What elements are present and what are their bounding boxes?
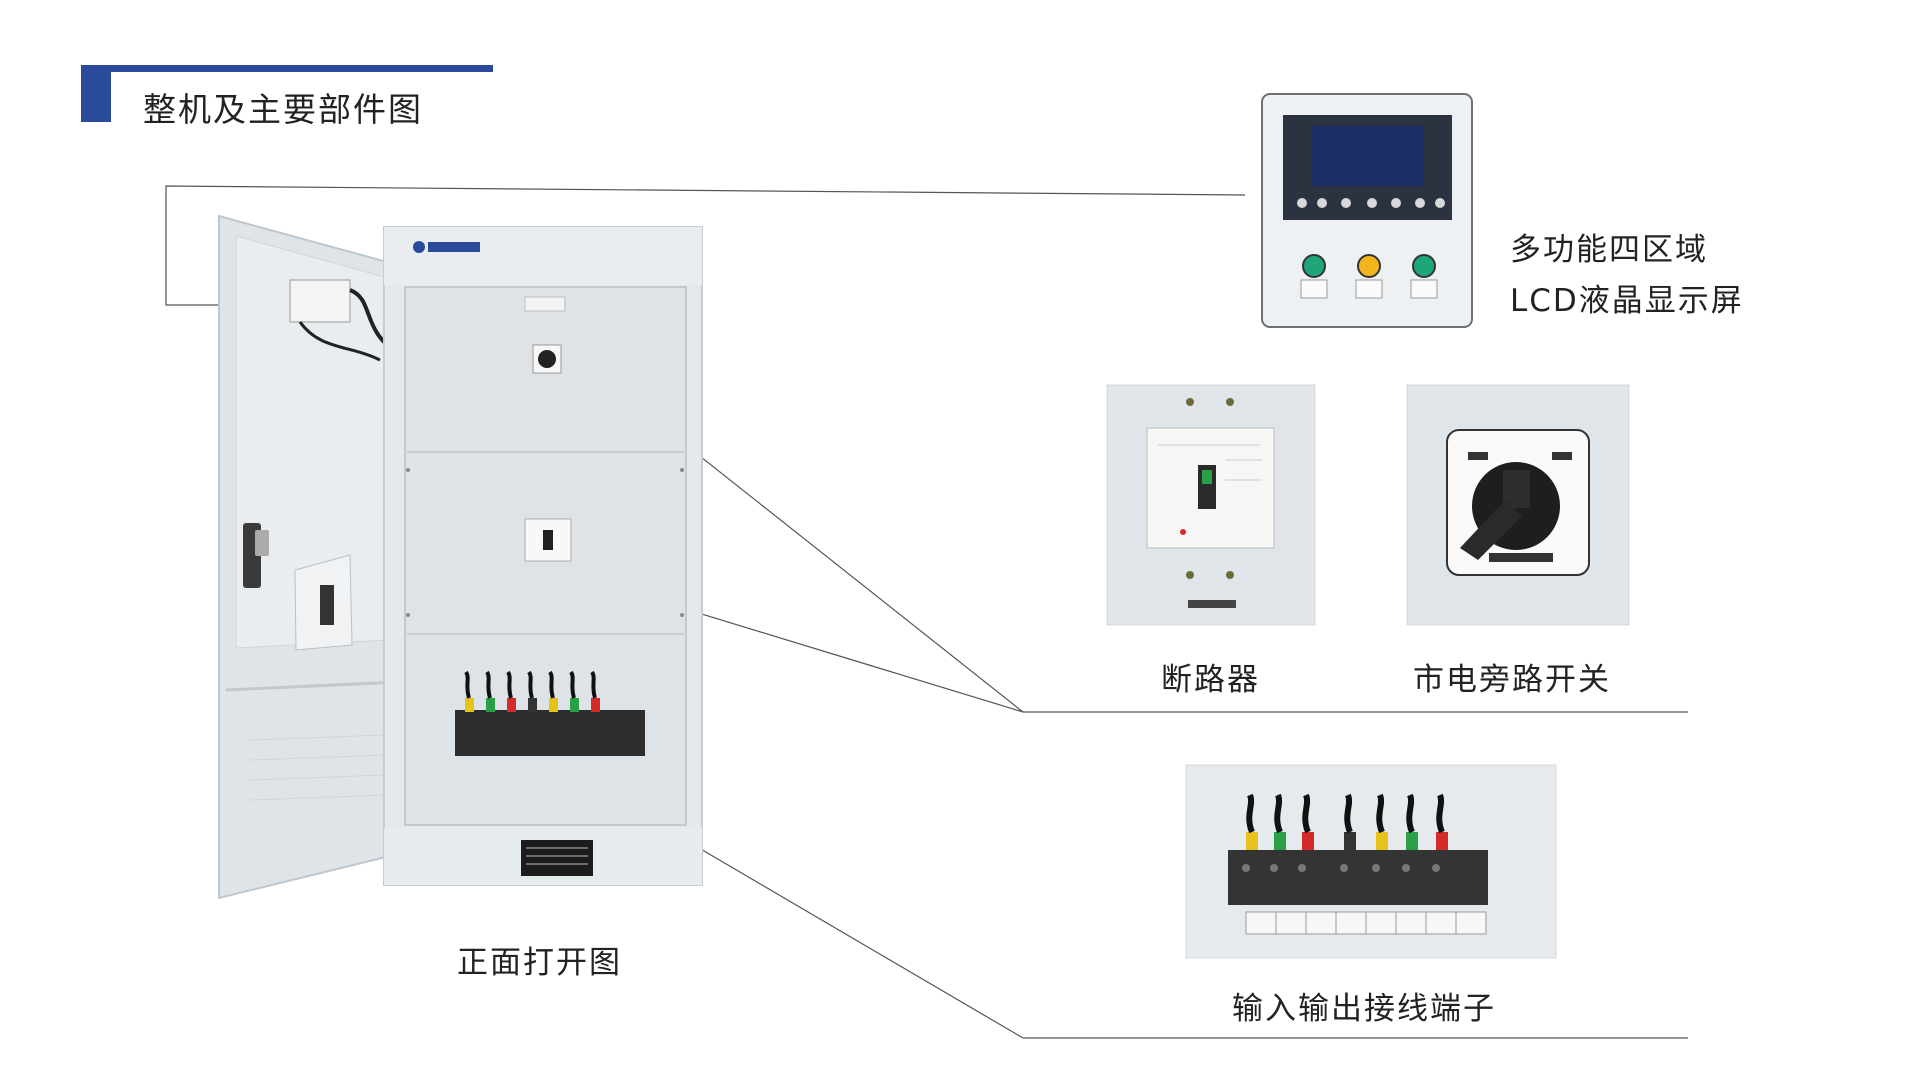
front-open-caption: 正面打开图	[457, 945, 622, 981]
breaker-caption: 断路器	[1161, 662, 1260, 698]
lcd-caption-line2: LCD液晶显示屏	[1510, 283, 1744, 319]
header-accent-bar	[81, 65, 493, 72]
header-accent-block	[81, 65, 111, 122]
page-title: 整机及主要部件图	[143, 90, 423, 129]
bypass-caption: 市电旁路开关	[1413, 662, 1611, 698]
terminals-caption: 输入输出接线端子	[1232, 991, 1496, 1027]
lcd-caption-line1: 多功能四区域	[1510, 232, 1708, 268]
